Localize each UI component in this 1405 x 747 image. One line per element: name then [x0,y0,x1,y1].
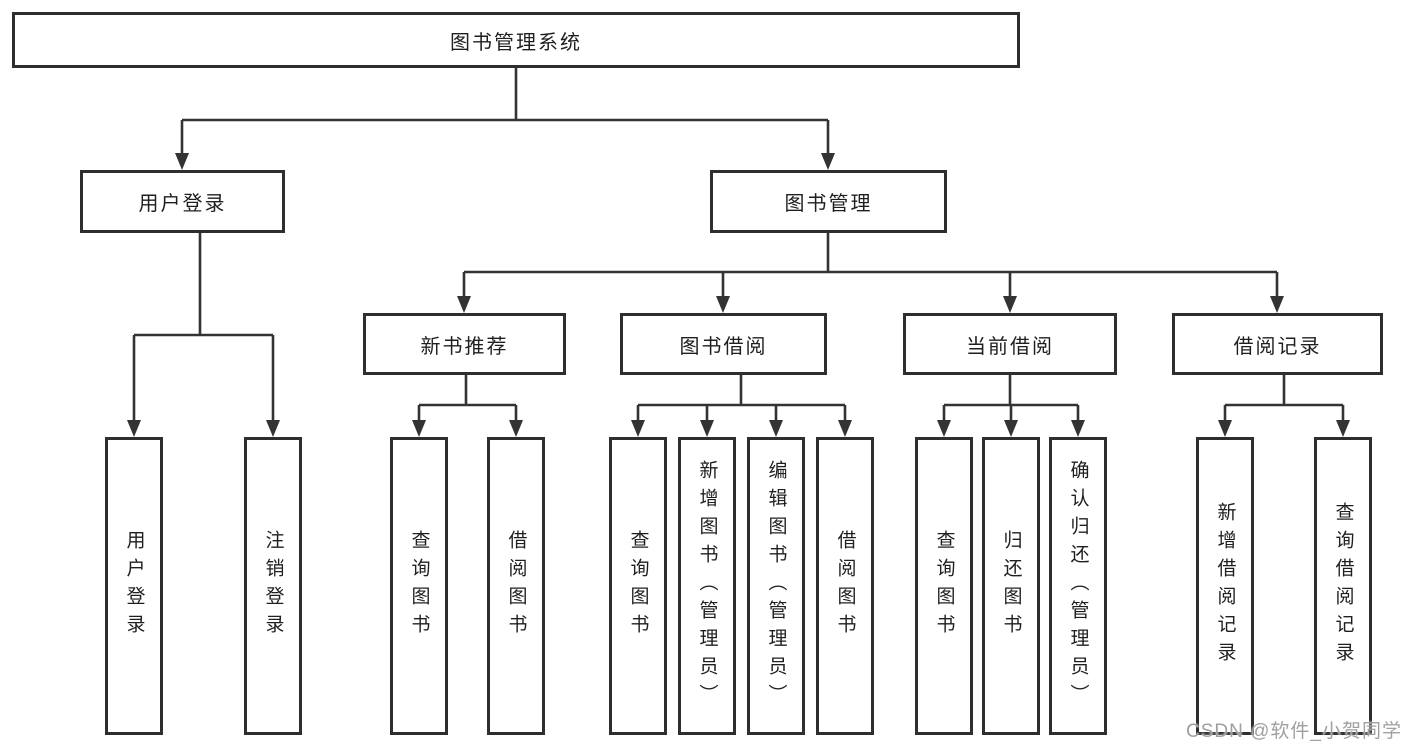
leaf-label: 查询图书 [627,530,649,642]
node-leaf-bb-query-books: 查询图书 [609,437,667,735]
leaf-label: 新增图书（管理员） [696,460,718,712]
node-leaf-bb-add-books-admin: 新增图书（管理员） [678,437,736,735]
leaf-label: 查询借阅记录 [1332,502,1354,670]
leaf-label: 查询图书 [933,530,955,642]
node-leaf-bb-edit-books-admin: 编辑图书（管理员） [747,437,805,735]
leaf-label: 确认归还（管理员） [1067,460,1089,712]
node-current-borrowing: 当前借阅 [903,313,1117,375]
leaf-label: 借阅图书 [505,530,527,642]
node-new-book-recommendation: 新书推荐 [363,313,566,375]
node-root-system: 图书管理系统 [12,12,1020,68]
leaf-label: 用户登录 [123,530,145,642]
node-borrowing-records: 借阅记录 [1172,313,1383,375]
node-user-login-branch: 用户登录 [80,170,285,233]
node-book-borrowing: 图书借阅 [620,313,827,375]
csdn-watermark: CSDN @软件_小贺同学 [1186,721,1402,742]
node-book-management-branch: 图书管理 [710,170,947,233]
node-leaf-user-login: 用户登录 [105,437,163,735]
leaf-label: 编辑图书（管理员） [765,460,787,712]
leaf-label: 查询图书 [408,530,430,642]
leaf-label: 归还图书 [1000,530,1022,642]
node-leaf-br-add-record: 新增借阅记录 [1196,437,1254,735]
node-leaf-bb-borrow-books: 借阅图书 [816,437,874,735]
leaf-label: 注销登录 [262,530,284,642]
node-leaf-logout: 注销登录 [244,437,302,735]
node-leaf-nbr-query-books: 查询图书 [390,437,448,735]
node-leaf-cb-query-books: 查询图书 [915,437,973,735]
node-leaf-cb-return-books: 归还图书 [982,437,1040,735]
node-leaf-nbr-borrow-books: 借阅图书 [487,437,545,735]
leaf-label: 新增借阅记录 [1214,502,1236,670]
node-leaf-br-query-record: 查询借阅记录 [1314,437,1372,735]
leaf-label: 借阅图书 [834,530,856,642]
node-leaf-cb-confirm-return-admin: 确认归还（管理员） [1049,437,1107,735]
